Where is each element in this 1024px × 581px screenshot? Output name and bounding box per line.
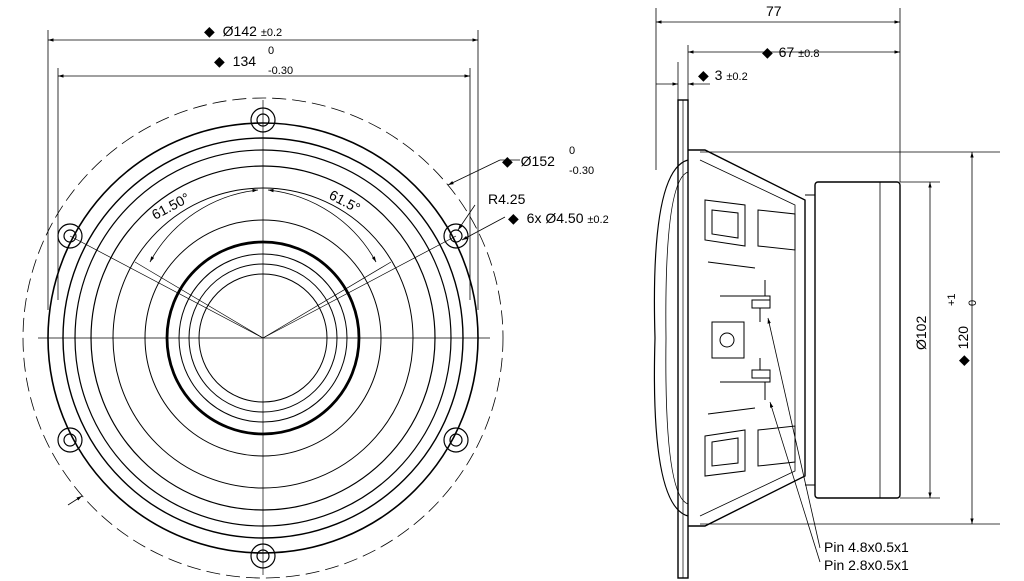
dim-holes-tol: ±0.2 [587, 214, 608, 226]
dim-height-tol-lower: 0 [967, 300, 979, 306]
side-terminal [711, 280, 771, 400]
dim-height-symbol: ◆ [955, 355, 971, 366]
flange-dashed-circle [22, 97, 504, 579]
mounting-hole [57, 427, 83, 453]
svg-text:◆ 67 ±0.8: ◆ 67 ±0.8 [762, 44, 819, 60]
dim-flange-thickness-value: 3 [715, 67, 723, 83]
dim-inner-width-value: 134 [233, 53, 257, 69]
dim-flange-thickness-symbol: ◆ [698, 67, 709, 83]
front-view [22, 30, 520, 579]
dim-flange-diameter-tol-upper: 0 [569, 145, 575, 157]
angle-arc-right [267, 188, 377, 263]
dim-inner-width-symbol: ◆ [214, 53, 225, 69]
side-view [653, 8, 1000, 579]
angle-right-label: 61.5° [327, 187, 364, 217]
dim-inner-width-tol-lower: -0.30 [268, 65, 293, 77]
side-surround [653, 159, 689, 517]
dim-flange-diameter-symbol: ◆ [502, 153, 513, 169]
dim-outer-diameter-symbol: ◆ [204, 23, 215, 39]
dim-inner-width-tol-upper: 0 [268, 45, 274, 57]
side-magnet [814, 181, 901, 499]
dim-holes-symbol: ◆ [508, 210, 519, 226]
dimension-lines-front [47, 30, 520, 506]
dim-holes-value: 6x Ø4.50 [527, 210, 584, 226]
dim-outer-diameter-tol: ±0.2 [261, 27, 282, 39]
dim-body-depth-tol: ±0.8 [798, 48, 819, 60]
svg-text:◆ 6x Ø4.50 ±0.2: ◆ 6x Ø4.50 ±0.2 [508, 210, 609, 226]
mounting-hole [443, 427, 469, 453]
svg-text:◆ Ø152: ◆ Ø152 [502, 153, 555, 169]
dim-flange-diameter-tol-lower: -0.30 [569, 165, 594, 177]
dim-flange-diameter-value: Ø152 [521, 153, 555, 169]
side-basket [688, 149, 806, 527]
side-basket-ribs [704, 199, 796, 477]
dim-height-value: 120 [955, 326, 971, 350]
pin-label-2: Pin 2.8x0.5x1 [824, 557, 909, 573]
dim-body-depth-symbol: ◆ [762, 44, 773, 60]
dim-height-tol-upper: +1 [946, 293, 958, 306]
angle-left-label: 61.50° [149, 189, 192, 222]
svg-text:◆ 120: ◆ 120 [955, 326, 971, 366]
svg-text:◆ 3 ±0.2: ◆ 3 ±0.2 [698, 67, 748, 83]
svg-text:◆ Ø142 ±0.2: ◆ Ø142 ±0.2 [204, 23, 282, 39]
center-lines [38, 100, 490, 575]
dimension-lines-side [655, 8, 1000, 563]
angle-arc-left [149, 188, 259, 263]
dim-radius-label: R4.25 [488, 191, 526, 207]
dim-body-depth-value: 67 [779, 44, 795, 60]
svg-text:◆ 134: ◆ 134 [214, 53, 256, 69]
dim-flange-thickness-tol: ±0.2 [726, 71, 747, 83]
mounting-hole [443, 223, 469, 249]
pin-label-1: Pin 4.8x0.5x1 [824, 539, 909, 555]
dim-magnet-diameter-label: Ø102 [913, 316, 929, 350]
dim-outer-diameter-value: Ø142 [223, 23, 257, 39]
dim-total-depth-label: 77 [766, 3, 782, 19]
